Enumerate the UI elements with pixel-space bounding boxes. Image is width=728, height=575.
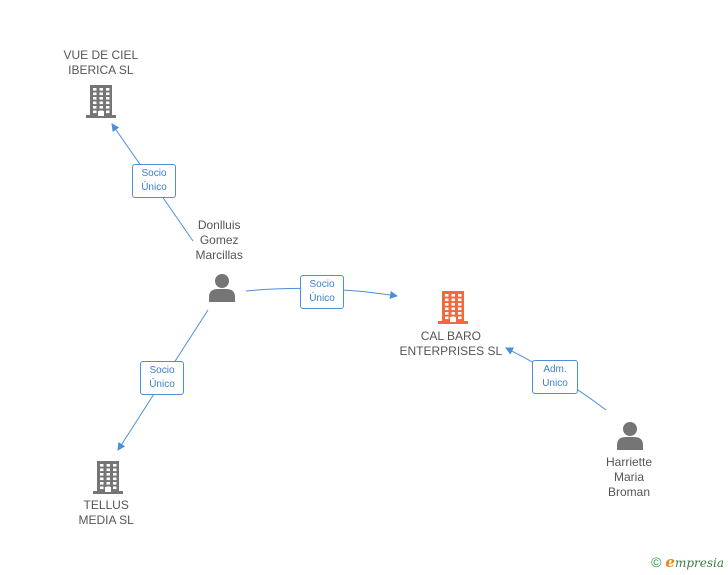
node-label-line: IBERICA SL [68, 63, 134, 77]
node-label-line: Harriette [606, 454, 653, 469]
edge-label-harriette-calbaro[interactable]: Adm. Unico [532, 360, 578, 394]
node-label-line: Gomez [199, 232, 239, 247]
edge-label-line: Socio [149, 365, 175, 376]
building-icon[interactable] [437, 289, 469, 330]
building-icon[interactable] [92, 459, 124, 500]
node-label-line: Marcillas [195, 247, 243, 262]
node-label-line: CAL BARO [420, 329, 481, 343]
footer-brand: © empresia [651, 553, 724, 571]
building-icon[interactable] [85, 83, 117, 124]
edge-label-line: Único [141, 182, 167, 193]
node-label-line: Broman [607, 484, 651, 499]
edge-label-line: Unico [542, 378, 568, 389]
person-icon[interactable] [615, 421, 645, 456]
node-label-line: VUE DE CIEL [63, 48, 139, 62]
edge-label-line: Único [149, 379, 175, 390]
node-label-line: Donlluis [197, 217, 241, 232]
edge-label-line: Único [309, 293, 335, 304]
copyright-icon: © [651, 554, 662, 570]
brand-logo: empresia [665, 553, 724, 571]
node-label-line: Maria [614, 469, 645, 484]
edge-label-line: Socio [141, 168, 167, 179]
node-label-line: TELLUS [83, 498, 129, 512]
edge-label-line: Adm. [543, 364, 567, 375]
node-label-line: MEDIA SL [78, 513, 134, 527]
edge-label-line: Socio [309, 279, 335, 290]
person-icon[interactable] [207, 273, 237, 308]
node-label-line: ENTERPRISES SL [399, 344, 503, 358]
